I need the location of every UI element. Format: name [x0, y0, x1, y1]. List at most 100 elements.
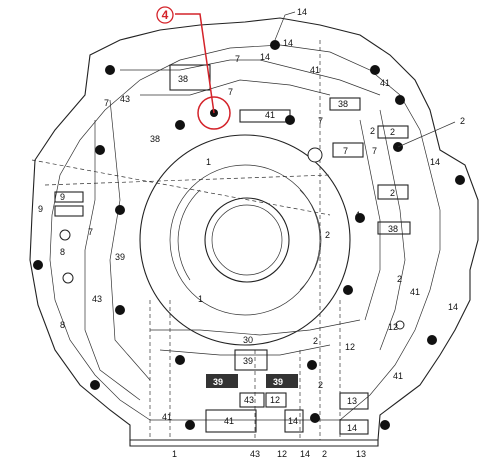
label: 39	[115, 252, 125, 262]
dashed-line-2	[44, 174, 331, 186]
port-2-right	[377, 125, 409, 139]
port-38-right	[329, 97, 361, 111]
label: 1	[206, 157, 211, 167]
base-plate	[129, 439, 379, 447]
bolt-hole	[105, 65, 115, 75]
ring-hole	[307, 147, 323, 163]
label: 39	[273, 377, 283, 387]
center-bore-outer	[139, 134, 351, 346]
bolt-hole	[33, 260, 43, 270]
bolt-hole	[175, 355, 185, 365]
bolt-hole	[343, 285, 353, 295]
label: 2	[460, 116, 465, 126]
bottom-label: 2	[322, 449, 327, 459]
bolt-hole	[185, 420, 195, 430]
label: 38	[178, 74, 188, 84]
label: 13	[347, 396, 357, 406]
label: 41	[162, 412, 172, 422]
leader-2-right	[397, 121, 456, 148]
port-39-box-b	[266, 374, 298, 388]
port-41-bottom	[205, 409, 257, 433]
channel-top	[120, 59, 381, 96]
label: 41	[380, 78, 390, 88]
label: 8	[60, 247, 65, 257]
leader-14-top	[274, 11, 296, 41]
bolt-hole	[175, 120, 185, 130]
housing-outline	[29, 17, 479, 441]
bottom-label: 12	[277, 449, 287, 459]
callout-number-ring	[156, 6, 174, 24]
port-9-left	[54, 191, 84, 203]
port-2-right-b	[377, 184, 409, 200]
label: 4	[355, 210, 360, 220]
center-arc-right	[299, 189, 322, 291]
label: 39	[213, 377, 223, 387]
channel-top-2	[140, 79, 331, 96]
bolt-hole	[380, 420, 390, 430]
bottom-label: 13	[356, 449, 366, 459]
label: 12	[270, 395, 280, 405]
label: 14	[288, 416, 298, 426]
port-13-a	[339, 392, 369, 410]
port-12-bottom	[265, 392, 287, 408]
label: 8	[60, 320, 65, 330]
label: 41	[393, 371, 403, 381]
bolt-hole	[355, 213, 365, 223]
label: 38	[388, 224, 398, 234]
label: 43	[120, 94, 130, 104]
channel-bottom	[150, 319, 361, 336]
bolt-hole	[395, 95, 405, 105]
label: 38	[338, 99, 348, 109]
center-bore-mid	[169, 164, 321, 316]
label: 7	[88, 227, 93, 237]
label: 41	[310, 65, 320, 75]
bolt-hole	[310, 413, 320, 423]
channel-bottom-2	[159, 344, 331, 356]
label: 12	[345, 342, 355, 352]
label: 7	[228, 87, 233, 97]
label: 2	[318, 380, 323, 390]
label: 9	[38, 204, 43, 214]
label: 30	[243, 335, 253, 345]
channel-right-2	[359, 119, 381, 321]
label: 9	[60, 192, 65, 202]
port-39-box-a	[206, 374, 238, 388]
channel-left	[84, 120, 141, 401]
port-43-bottom	[239, 392, 265, 408]
callout-number: 4	[162, 8, 169, 22]
label: 41	[265, 110, 275, 120]
bottom-label: 1	[172, 449, 177, 459]
label: 7	[235, 54, 240, 64]
bolt-hole	[90, 380, 100, 390]
bolt-hole	[285, 115, 295, 125]
ring-hole	[395, 320, 405, 330]
bolt-hole	[455, 175, 465, 185]
ring-hole	[62, 272, 74, 284]
center-bore-inner	[211, 204, 283, 276]
label: 14	[430, 157, 440, 167]
label: 38	[150, 134, 160, 144]
callout-leader	[175, 13, 215, 114]
label: 43	[92, 294, 102, 304]
port-13-b	[339, 419, 369, 435]
label: 41	[224, 416, 234, 426]
label: 14	[297, 7, 307, 17]
bolt-hole	[427, 335, 437, 345]
bolt-hole	[270, 40, 280, 50]
label: 14	[448, 302, 458, 312]
label: 2	[397, 274, 402, 284]
bolt-hole	[307, 360, 317, 370]
bottom-label: 43	[250, 449, 260, 459]
bolt-hole	[115, 305, 125, 315]
label: 2	[370, 126, 375, 136]
callout-circle	[197, 96, 231, 130]
channel-left-2	[109, 99, 151, 381]
label: 7	[372, 146, 377, 156]
bolt-hole	[95, 145, 105, 155]
label: 14	[260, 52, 270, 62]
center-arc-left	[177, 189, 201, 281]
bolt-hole	[115, 205, 125, 215]
port-38-top	[169, 64, 211, 91]
label: 39	[243, 356, 253, 366]
